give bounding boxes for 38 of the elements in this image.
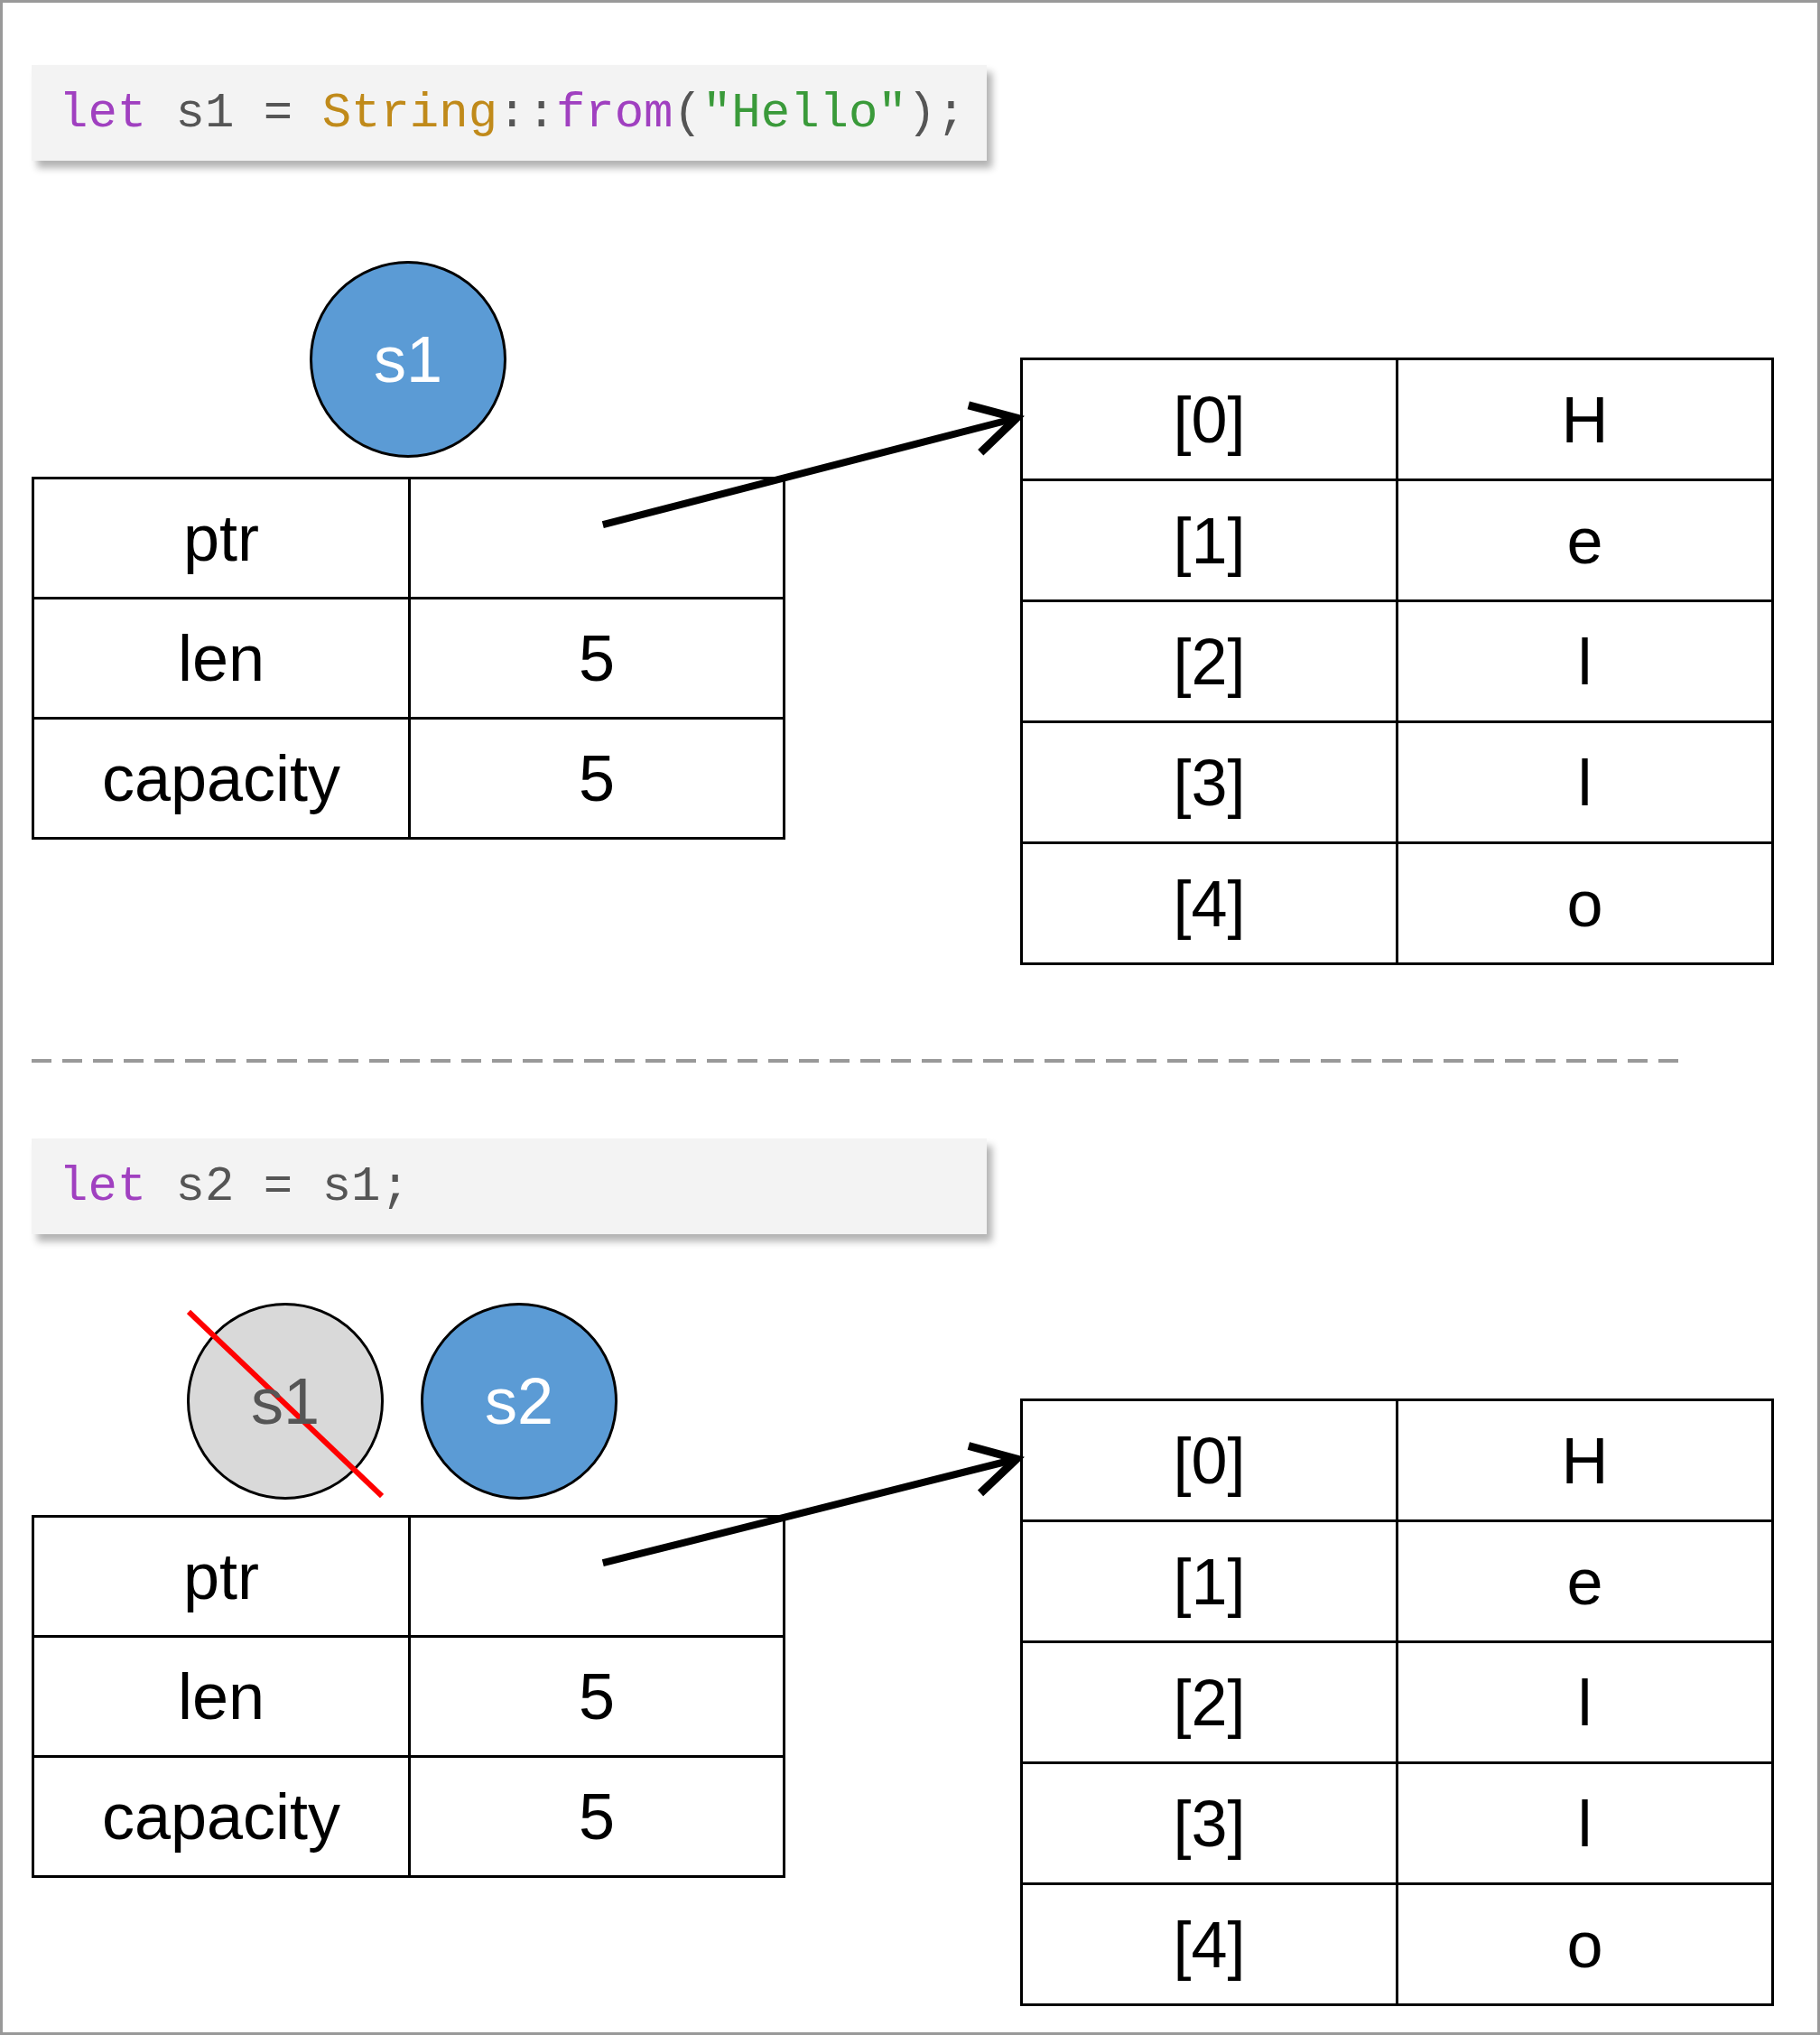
index-label: [1] (1173, 1544, 1246, 1619)
field-name: capacity (101, 741, 341, 815)
value-text: 5 (578, 1659, 615, 1733)
pointer-cell (408, 477, 785, 599)
field-name: capacity (101, 1779, 341, 1854)
index-label: [2] (1173, 1665, 1246, 1740)
value-text: l (1577, 1786, 1592, 1861)
index-label: [0] (1173, 1423, 1246, 1498)
field-name: ptr (183, 501, 259, 575)
value-text: l (1577, 1665, 1592, 1740)
index-label: [0] (1173, 382, 1246, 457)
value-text: o (1566, 866, 1603, 941)
value-text: H (1561, 1423, 1609, 1498)
value-text: o (1566, 1907, 1603, 1982)
pointer-cell (408, 1515, 785, 1638)
value-text: 5 (578, 741, 615, 815)
index-cell (1020, 1398, 1398, 1522)
value-text: e (1566, 503, 1603, 578)
value-text: H (1561, 382, 1609, 457)
index-label: [3] (1173, 1786, 1246, 1861)
value-text: 5 (578, 621, 615, 695)
index-cell (1020, 358, 1398, 481)
code-snippet: let s1 = String::from("Hello"); (32, 65, 987, 161)
value-text: e (1566, 1544, 1603, 1619)
field-name: len (177, 1659, 265, 1733)
code-snippet: let s2 = s1; (32, 1138, 987, 1234)
field-name: len (177, 621, 265, 695)
index-label: [3] (1173, 745, 1246, 820)
variable-name: s2 (484, 1364, 553, 1438)
field-name: ptr (183, 1539, 259, 1613)
index-label: [2] (1173, 624, 1246, 699)
value-text: l (1577, 745, 1592, 820)
variable-name: s1 (373, 322, 442, 396)
value-text: 5 (578, 1779, 615, 1854)
index-label: [4] (1173, 866, 1246, 941)
index-label: [1] (1173, 503, 1246, 578)
index-label: [4] (1173, 1907, 1246, 1982)
value-text: l (1577, 624, 1592, 699)
